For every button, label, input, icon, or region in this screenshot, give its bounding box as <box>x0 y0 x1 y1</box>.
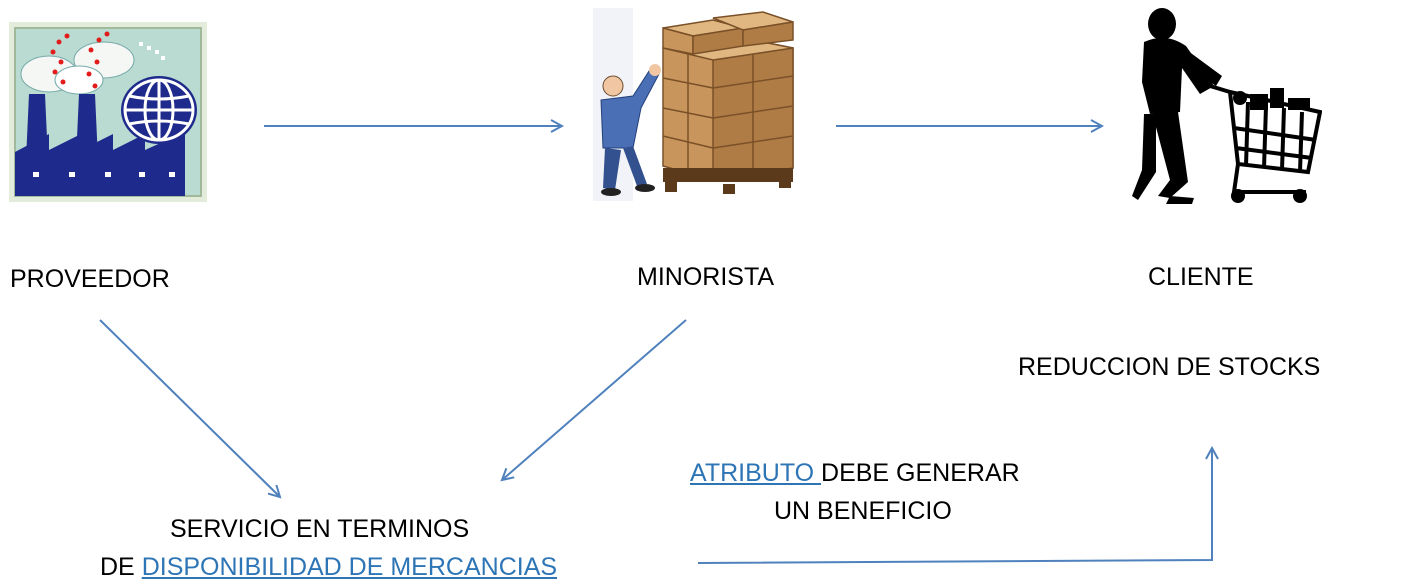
atributo-link[interactable]: ATRIBUTO <box>690 459 822 487</box>
disponibilidad-link[interactable]: DISPONIBILIDAD DE MERCANCIAS <box>141 553 558 581</box>
atributo-line1: ATRIBUTO DEBE GENERAR <box>690 458 1020 488</box>
node-proveedor: PROVEEDOR <box>10 265 170 293</box>
node-minorista: MINORISTA <box>637 263 775 291</box>
servicio-line1: SERVICIO EN TERMINOS <box>170 515 470 543</box>
atributo-line2: UN BENEFICIO <box>774 497 952 525</box>
arrow-servicio-reduccion <box>697 448 1212 564</box>
shopper-cart-icon <box>1130 2 1323 206</box>
node-reduccion-stocks: REDUCCION DE STOCKS <box>1018 353 1321 381</box>
node-cliente: CLIENTE <box>1148 263 1254 291</box>
atributo-rest: DEBE GENERAR <box>821 459 1020 487</box>
servicio-line2: DE DISPONIBILIDAD DE MERCANCIAS <box>100 552 557 582</box>
factory-globe-icon <box>9 22 207 202</box>
worker-boxes-icon <box>593 8 803 201</box>
servicio-prefix: DE <box>100 553 142 581</box>
arrow-proveedor-servicio <box>99 319 280 497</box>
arrow-minorista-servicio <box>502 319 687 480</box>
